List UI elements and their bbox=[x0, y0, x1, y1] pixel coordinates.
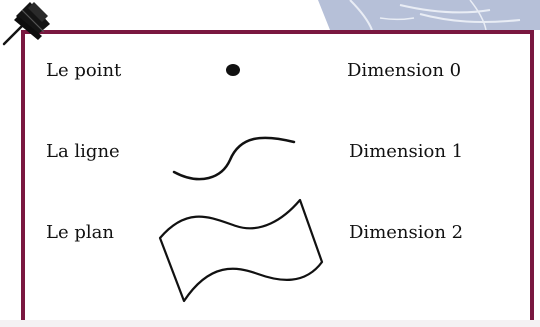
push-pin-icon bbox=[0, 0, 60, 60]
curve-line bbox=[174, 138, 294, 179]
wavy-plane bbox=[160, 200, 322, 301]
point-dot bbox=[226, 64, 240, 76]
